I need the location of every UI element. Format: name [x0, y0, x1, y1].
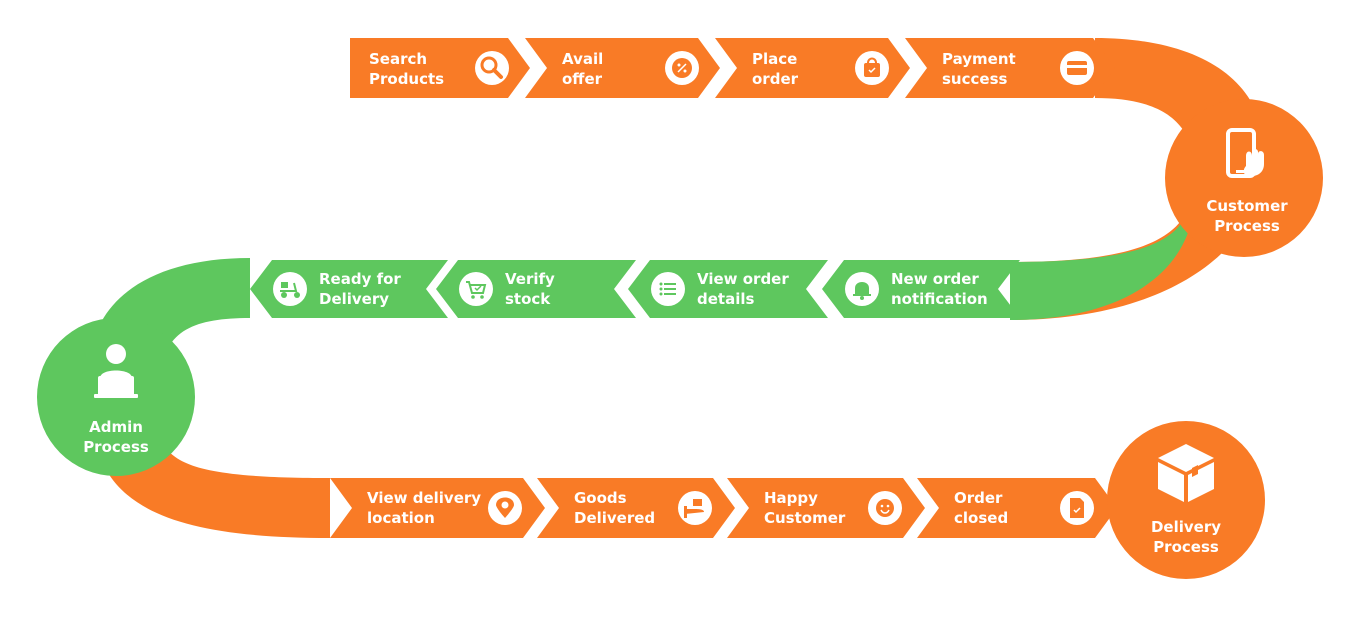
delivery-step-label-1: Goods — [574, 489, 627, 507]
customer-step-label-1: Place — [752, 50, 797, 68]
cart-check-icon — [459, 272, 493, 306]
customer-step-label-2: order — [752, 70, 799, 88]
customer-step-label-2: Products — [369, 70, 444, 88]
hub-delivery-label-1: Delivery — [1151, 518, 1221, 536]
discount-badge-icon — [665, 51, 699, 85]
search-icon — [475, 51, 509, 85]
shopping-bag-icon — [855, 51, 889, 85]
scooter-icon — [273, 272, 307, 306]
hub-admin-label-1: Admin — [89, 418, 143, 436]
admin-step-label-2: Delivery — [319, 290, 389, 308]
customer-step: Avail offer — [525, 38, 720, 98]
customer-step-label-1: Avail — [562, 50, 603, 68]
delivery-step-label-2: closed — [954, 509, 1008, 527]
connector-customer-to-admin — [1010, 38, 1266, 320]
delivery-step: Order closed — [917, 478, 1117, 538]
hub-admin-label-2: Process — [83, 438, 149, 456]
customer-step-label-2: offer — [562, 70, 603, 88]
bell-icon — [845, 272, 879, 306]
hub-delivery-label-2: Process — [1153, 538, 1219, 556]
hub-delivery: Delivery Process — [1107, 421, 1265, 579]
delivery-step-label-2: location — [367, 509, 435, 527]
admin-step-label-1: View order — [697, 270, 789, 288]
delivery-step-label-1: Happy — [764, 489, 818, 507]
customer-step: Payment success — [905, 38, 1115, 98]
hub-admin: Admin Process — [37, 318, 195, 476]
package-box-icon — [1158, 444, 1214, 502]
customer-step-label-2: success — [942, 70, 1007, 88]
admin-step-label-2: details — [697, 290, 754, 308]
admin-step-label-1: Verify — [505, 270, 555, 288]
list-icon — [651, 272, 685, 306]
document-check-icon — [1060, 491, 1094, 525]
admin-laptop-icon — [94, 344, 138, 398]
delivery-steps-row: View deliverylocationGoodsDeliveredHappy… — [330, 478, 1117, 538]
location-pin-icon — [488, 491, 522, 525]
admin-step: Verify stock — [436, 260, 636, 318]
admin-step: View order details — [628, 260, 828, 318]
admin-step-label-1: New order — [891, 270, 979, 288]
hub-customer-label-2: Process — [1214, 217, 1280, 235]
admin-step-label-1: Ready for — [319, 270, 401, 288]
delivery-step-label-1: Order — [954, 489, 1003, 507]
phone-tap-icon — [1226, 128, 1264, 178]
admin-steps-row: New order notification View order details Ve… — [250, 260, 1020, 318]
delivery-step-label-2: Customer — [764, 509, 846, 527]
delivery-step: View delivery location — [330, 478, 545, 538]
hub-customer: Customer Process — [1165, 99, 1323, 257]
customer-step-label-1: Search — [369, 50, 427, 68]
admin-step-label-2: notification — [891, 290, 988, 308]
admin-step-label-2: stock — [505, 290, 551, 308]
hand-package-icon — [678, 491, 712, 525]
hub-customer-label-1: Customer — [1206, 197, 1288, 215]
admin-step: New order notification — [822, 260, 1020, 318]
credit-card-icon — [1060, 51, 1094, 85]
smiley-icon — [868, 491, 902, 525]
connector-admin-green — [1010, 200, 1195, 320]
customer-step-label-1: Payment — [942, 50, 1016, 68]
customer-step: Place order — [715, 38, 910, 98]
delivery-step-label-1: View delivery — [367, 489, 481, 507]
delivery-step-label-2: Delivered — [574, 509, 655, 527]
